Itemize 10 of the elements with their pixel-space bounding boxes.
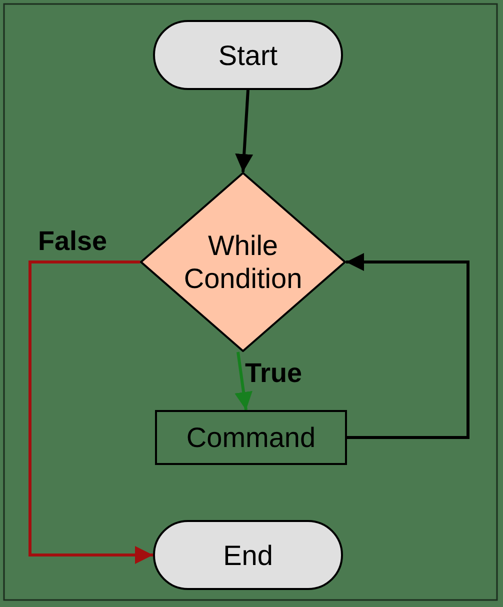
node-label: Start	[218, 38, 278, 72]
arrow	[235, 90, 254, 172]
node-label: While Condition	[182, 229, 304, 295]
arrow	[28, 260, 153, 564]
process-box	[155, 410, 347, 465]
arrow	[346, 253, 470, 439]
decision-diamond	[140, 172, 346, 352]
node-label: End	[223, 538, 273, 572]
arrow	[234, 352, 252, 410]
node-label: Command	[186, 421, 316, 454]
